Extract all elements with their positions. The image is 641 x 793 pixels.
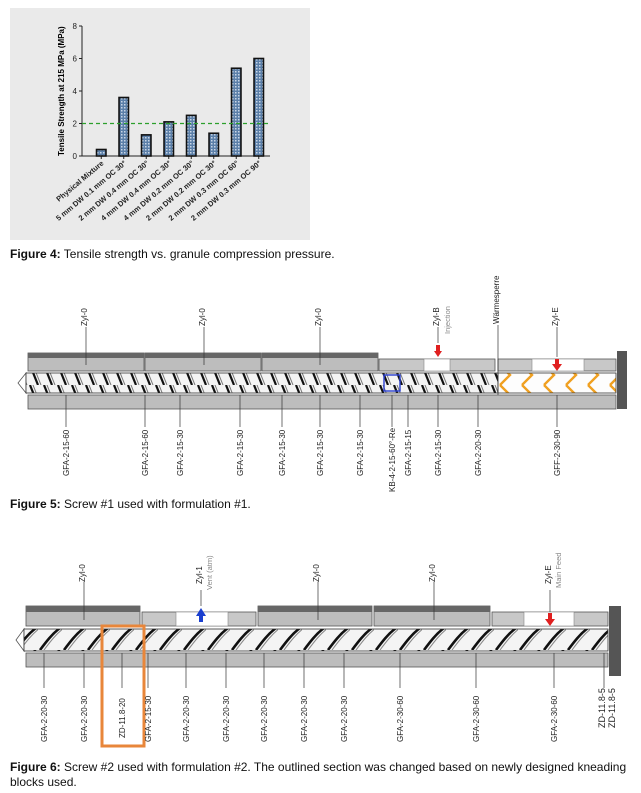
fig6-top-sublabel: Main Feed [554, 552, 563, 588]
figure4-bar-chart: Tensile Strength at 215 MPa (MPa) 02468 … [54, 22, 270, 223]
fig5-bottom-label: GFA-2-15-15 [404, 429, 413, 476]
screw-end-plate [609, 606, 621, 676]
bar [163, 121, 175, 157]
y-tick-label: 8 [73, 22, 78, 31]
chart-axes: 0 2 4 6 8 [73, 22, 270, 161]
top-leader-lines [85, 325, 558, 395]
fig5-top-label: Wärmesperre [492, 275, 501, 324]
barrel-segment-cap [145, 353, 261, 358]
vent-arrow-icon [196, 608, 206, 616]
feed-arrow-stem [548, 613, 552, 619]
figure5-caption-text: Screw #1 used with formulation #1. [60, 497, 251, 511]
fig5-bottom-label: GFA-2-15-30 [356, 429, 365, 476]
screw-discharge-elements [497, 372, 617, 394]
feed-arrow-icon [545, 619, 555, 626]
fig5-bottom-label: GFA-2-15-30 [278, 429, 287, 476]
chart-bars [82, 57, 270, 157]
barrel-segment-cap [258, 606, 372, 612]
barrel-segment-cap [374, 606, 490, 612]
fig5-bottom-label: GFA-2-15-30 [176, 429, 185, 476]
figure6-caption-text: Screw #2 used with formulation #2. The o… [10, 760, 627, 789]
fig6-bottom-label: GFA-2-30-60 [472, 695, 481, 742]
screw-tip [15, 627, 25, 653]
fig5-top-label: Zyl-E [551, 307, 560, 326]
modified-section-outline [100, 624, 146, 748]
fig5-bottom-label: KB-4-2-15-60°-Re [388, 427, 397, 492]
fig6-top-label: Zyl-0 [428, 564, 437, 582]
fig5-bottom-label: GFA-2-15-30 [316, 429, 325, 476]
fig5-top-label: Zyl-0 [314, 308, 323, 326]
feed-arrow-icon [552, 364, 562, 371]
top-leader-lines [83, 582, 551, 620]
figure4-caption-text: Tensile strength vs. granule compression… [60, 247, 335, 261]
bar [140, 134, 152, 157]
figure5-caption: Figure 5: Screw #1 used with formulation… [10, 497, 251, 512]
fig5-bottom-label: GFF-2-30-90 [553, 429, 562, 476]
figure6-caption-label: Figure 6: [10, 760, 61, 774]
fig6-bottom-label: GFA-2-20-30 [340, 695, 349, 742]
bar [185, 114, 197, 157]
bar [95, 148, 107, 157]
figure4-caption: Figure 4: Tensile strength vs. granule c… [10, 247, 335, 262]
fig6-top-label: Zyl-0 [312, 564, 321, 582]
fig5-bottom-label: GFA-2-15-30 [434, 429, 443, 476]
fig6-bottom-label: GFA-2-20-30 [222, 695, 231, 742]
y-tick-label: 0 [73, 152, 78, 161]
screw-end-plate [617, 351, 627, 409]
feed-arrow-icon [434, 351, 442, 357]
bottom-leader-lines [65, 395, 558, 427]
figure6-caption: Figure 6: Screw #2 used with formulation… [10, 760, 635, 790]
fig5-top-sublabel: Injection [443, 306, 452, 334]
bottom-leader-lines [43, 653, 605, 688]
fig6-bottom-label: GFA-2-20-30 [300, 695, 309, 742]
kneading-block-outline [383, 374, 401, 392]
feed-arrow-stem [555, 359, 559, 365]
y-axis-label: Tensile Strength at 215 MPa (MPa) [57, 26, 66, 156]
figure4-caption-label: Figure 4: [10, 247, 61, 261]
fig6-bottom-label: GFA-2-20-30 [80, 695, 89, 742]
fig6-bottom-label: GFA-2-20-30 [260, 695, 269, 742]
fig5-top-label: Zyl-0 [198, 308, 207, 326]
bar [208, 132, 220, 157]
fig6-top-label: Zyl-1 [195, 566, 204, 584]
fig5-top-label: Zyl-B [432, 307, 441, 326]
fig6-bottom-label: ZD-11.8-5 [597, 688, 607, 728]
fig6-top-sublabel: Vent (atm) [205, 555, 214, 590]
screw-conveying-elements [25, 372, 499, 394]
figure5-caption-label: Figure 5: [10, 497, 61, 511]
fig6-bottom-label: GFA-2-20-30 [182, 695, 191, 742]
fig5-top-label: Zyl-0 [80, 308, 89, 326]
bar [253, 57, 265, 157]
bar [118, 96, 130, 157]
y-tick-label: 6 [73, 55, 78, 64]
fig6-bottom-label: GFA-2-15-30 [144, 695, 153, 742]
fig5-bottom-label: GFA-2-15-30 [236, 429, 245, 476]
fig6-bottom-label: GFA-2-30-60 [396, 695, 405, 742]
screw-conveying-elements [23, 628, 609, 652]
y-tick-label: 2 [73, 120, 78, 129]
fig6-bottom-label: ZD-11.8-20 [118, 698, 127, 738]
figure5-screw-diagram [17, 325, 627, 427]
fig5-bottom-label: GFA-2-15-60 [62, 429, 71, 476]
fig6-bottom-label: GFA-2-20-30 [40, 695, 49, 742]
bar [230, 67, 242, 157]
barrel-segment-cap [26, 606, 140, 612]
screw-tip [17, 371, 27, 395]
barrel-bottom [25, 652, 609, 668]
fig5-bottom-label: GFA-2-20-30 [474, 429, 483, 476]
feed-port [423, 358, 451, 372]
barrel-bottom [27, 394, 617, 410]
fig6-top-label: Zyl-E [544, 565, 553, 584]
vent-arrow-stem [199, 616, 203, 622]
y-tick-label: 4 [73, 87, 78, 96]
fig6-bottom-label: GFA-2-30-60 [550, 695, 559, 742]
fig6-top-label: Zyl-0 [78, 564, 87, 582]
fig6-bottom-label: ZD-11.8-5 [607, 688, 617, 728]
fig5-bottom-label: GFA-2-15-60 [141, 429, 150, 476]
figure6-screw-diagram [15, 582, 621, 748]
feed-arrow-stem [436, 345, 440, 351]
